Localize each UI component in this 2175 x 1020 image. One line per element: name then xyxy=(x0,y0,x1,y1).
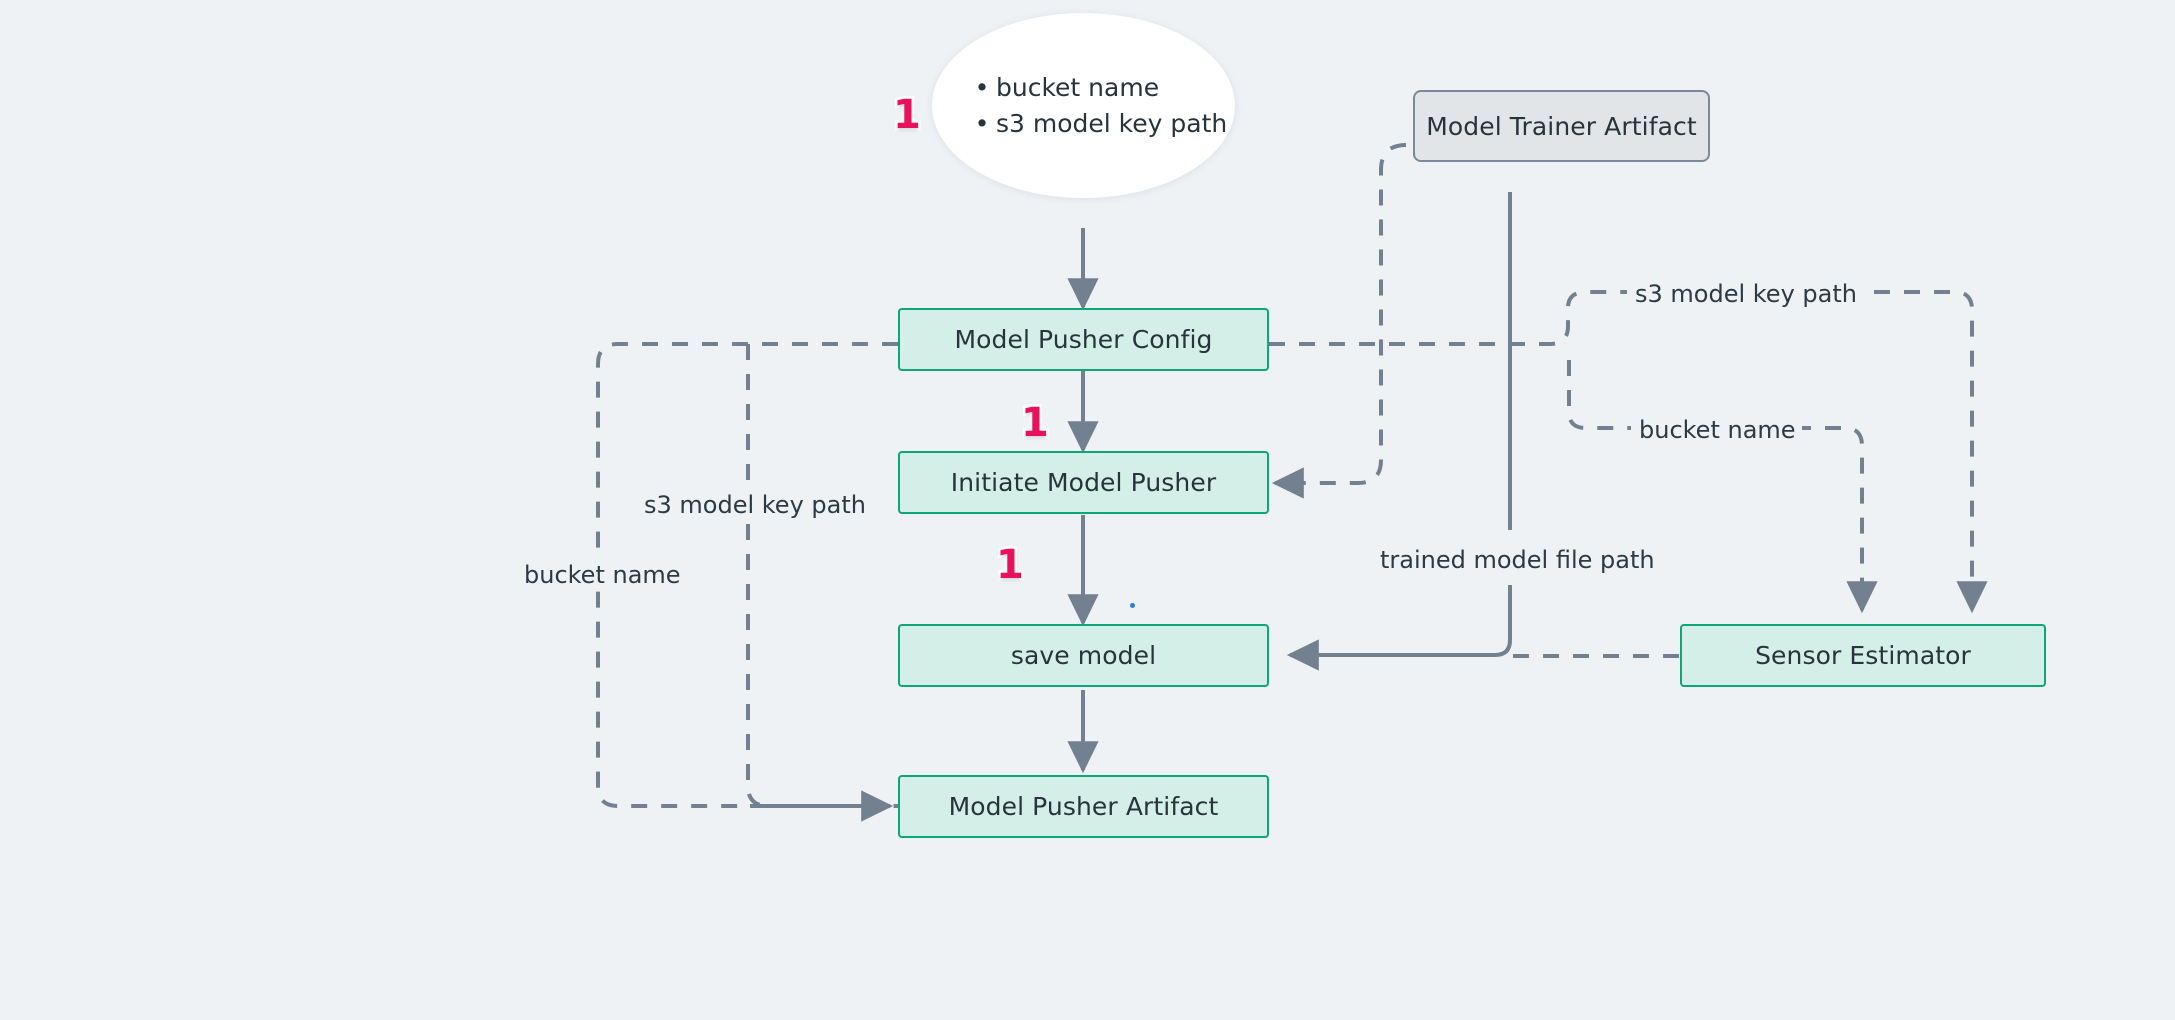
node-save-model[interactable]: save model xyxy=(898,624,1269,687)
node-sensor-estimator[interactable]: Sensor Estimator xyxy=(1680,624,2046,687)
badge-initiate-save-1: 1 xyxy=(994,542,1027,588)
stray-dot-marker xyxy=(1130,603,1135,608)
node-label: Model Trainer Artifact xyxy=(1426,111,1697,141)
edge-label-left-s3-model-key-path: s3 model key path xyxy=(638,491,872,519)
bullet-dot-icon: • xyxy=(974,73,990,102)
edge-config-s3-key-to-sensor xyxy=(1269,290,1627,346)
ellipse-bullet-text-1: s3 model key path xyxy=(996,108,1228,138)
node-label: Sensor Estimator xyxy=(1755,641,1971,670)
node-model-pusher-config[interactable]: Model Pusher Config xyxy=(898,308,1269,371)
ellipse-bullet-1: • s3 model key path xyxy=(968,106,1228,142)
edge-trainer-to-save-lower xyxy=(1286,585,1512,671)
edge-label-right-s3-model-key-path: s3 model key path xyxy=(1629,280,1863,308)
ellipse-bullet-0: • bucket name xyxy=(968,70,1159,106)
badge-inputs-1: 1 xyxy=(891,92,924,138)
node-label: save model xyxy=(1010,641,1157,670)
node-label: Initiate Model Pusher xyxy=(950,468,1217,497)
edge-config-bucket-to-sensor-2 xyxy=(1795,426,1878,614)
edge-label-left-bucket-name: bucket name xyxy=(518,561,687,589)
edge-trainer-to-initiate xyxy=(1271,143,1407,499)
edge-config-s3-key-to-sensor-2 xyxy=(1844,290,1988,614)
bullet-dot-icon: • xyxy=(974,108,990,138)
node-label: Model Pusher Config xyxy=(954,325,1213,354)
edge-label-right-bucket-name: bucket name xyxy=(1633,416,1802,444)
badge-config-initiate-1: 1 xyxy=(1019,400,1052,446)
node-model-trainer-artifact[interactable]: Model Trainer Artifact xyxy=(1413,90,1710,162)
edge-config-bucket-to-sensor xyxy=(1567,360,1631,430)
edge-config-s3key-left xyxy=(746,342,898,808)
edge-label-trained-model-file-path: trained model file path xyxy=(1374,546,1661,574)
node-label: Model Pusher Artifact xyxy=(948,792,1219,821)
inputs-ellipse: • bucket name • s3 model key path xyxy=(932,13,1235,198)
ellipse-bullet-text-0: bucket name xyxy=(996,73,1160,102)
node-initiate-model-pusher[interactable]: Initiate Model Pusher xyxy=(898,451,1269,514)
node-model-pusher-artifact[interactable]: Model Pusher Artifact xyxy=(898,775,1269,838)
